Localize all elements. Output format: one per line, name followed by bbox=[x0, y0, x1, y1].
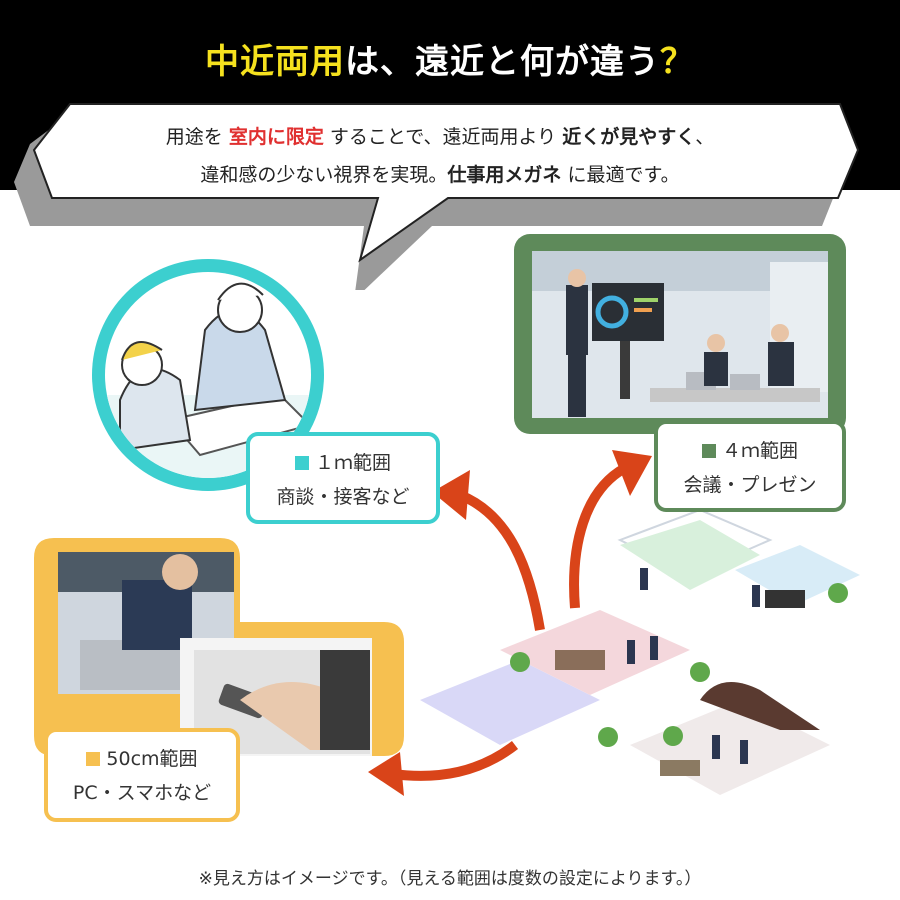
arrow-head-4m bbox=[612, 450, 652, 496]
title-question-mark: ？ bbox=[660, 42, 695, 82]
conference-photo bbox=[514, 234, 846, 434]
highlight-indoor: 室内に限定 bbox=[228, 126, 324, 148]
bubble-line-1: 用途を 室内に限定 することで、遠近両用より 近くが見やすく、 bbox=[165, 126, 715, 148]
speech-bubble bbox=[14, 103, 860, 290]
highlight-work-glasses: 仕事用メガネ bbox=[447, 164, 562, 186]
office-floor-illustration bbox=[420, 508, 860, 795]
bubble-text: 用途を 室内に限定 することで、遠近両用より 近くが見やすく、 違和感の少ない視… bbox=[80, 118, 800, 194]
title-main: は、遠近と何が違う bbox=[345, 42, 660, 82]
range-4m-label: ４ｍ範囲 会議・プレゼン bbox=[654, 420, 846, 512]
range-50cm-label: 50cm範囲 PC・スマホなど bbox=[44, 728, 240, 822]
pc-phone-photos bbox=[34, 538, 404, 756]
range-1m-label: １ｍ範囲 商談・接客など bbox=[246, 432, 440, 524]
title-highlight: 中近両用 bbox=[205, 42, 345, 82]
arrows bbox=[368, 450, 652, 796]
meeting-illustration bbox=[92, 259, 324, 491]
page-title: 中近両用は、遠近と何が違う？ bbox=[0, 34, 900, 83]
highlight-near: 近くが見やすく bbox=[562, 126, 696, 148]
square-icon bbox=[701, 444, 716, 458]
arrow-head-1m bbox=[432, 470, 470, 520]
square-icon bbox=[86, 752, 101, 766]
square-icon bbox=[294, 456, 309, 470]
footnote: ※見え方はイメージです。（見える範囲は度数の設定によります。） bbox=[198, 869, 702, 889]
arrow-head-50cm bbox=[368, 752, 404, 796]
bubble-line-2: 違和感の少ない視界を実現。仕事用メガネ に最適です。 bbox=[200, 164, 680, 186]
